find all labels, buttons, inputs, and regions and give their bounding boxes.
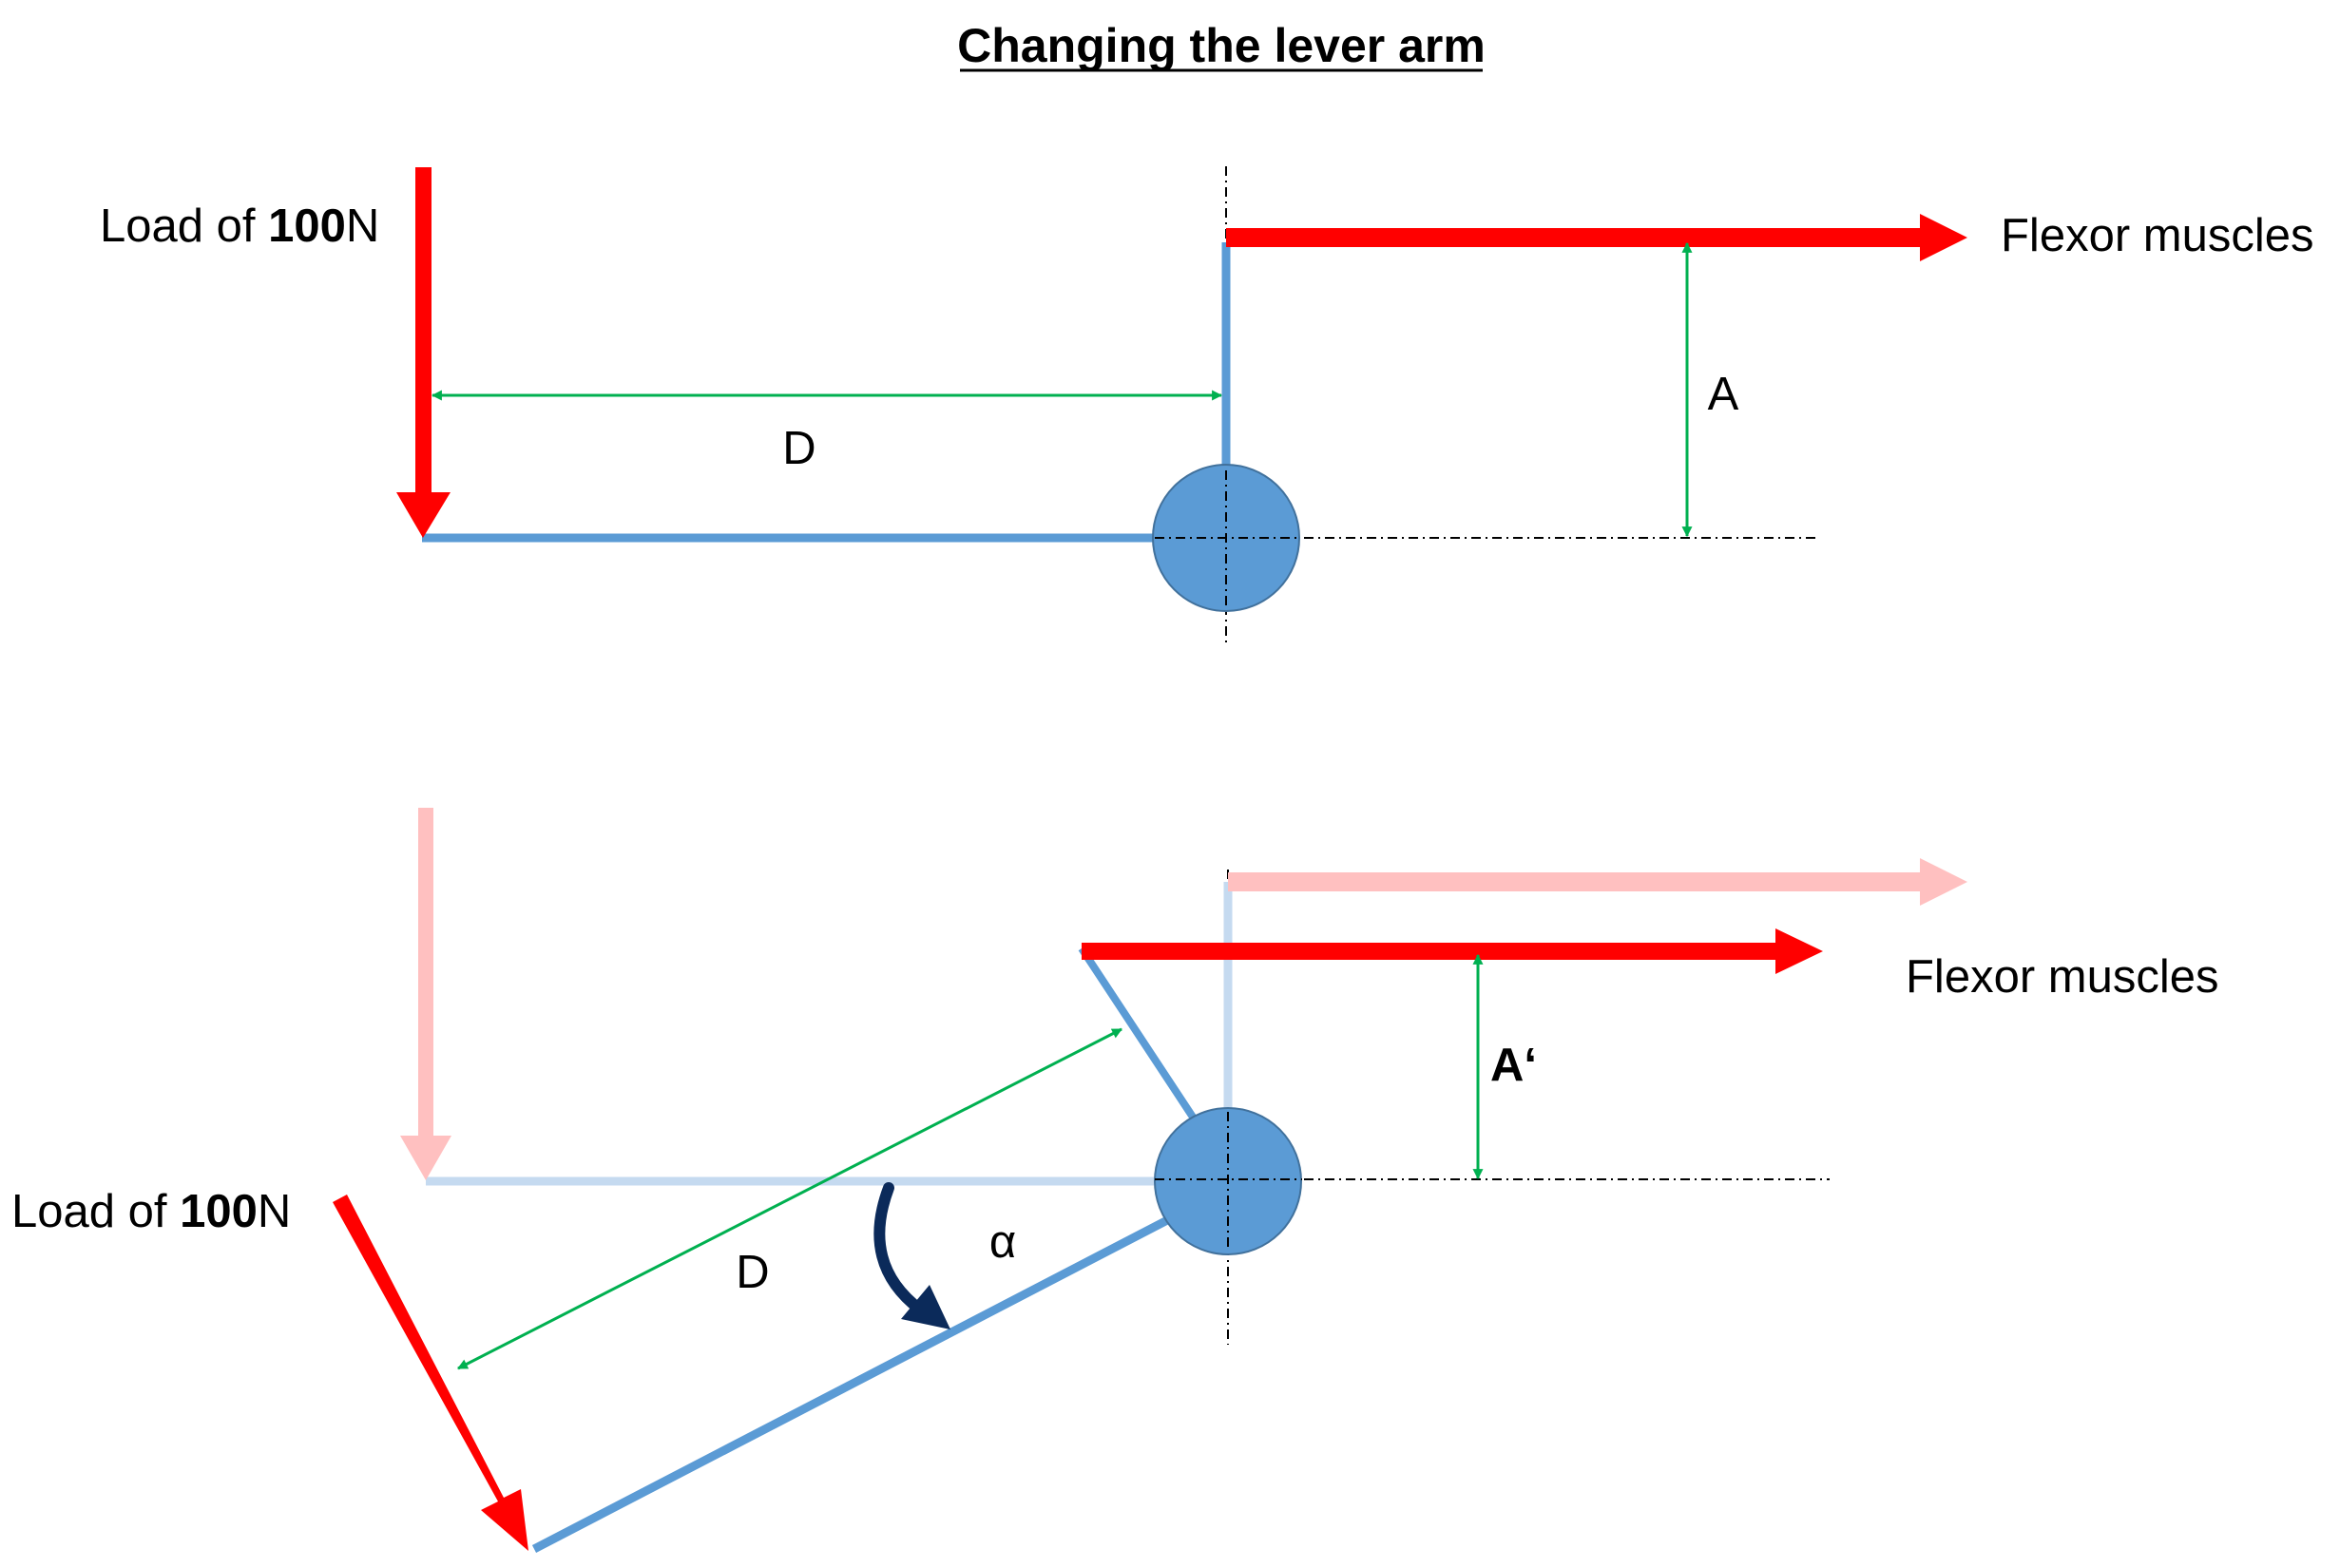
diagram-title: Changing the lever arm [957,19,1486,72]
top-diagram: Load of 100N Flexor muscles D A [100,166,2313,646]
rotation-arrowhead [901,1285,950,1329]
angle-alpha-label: α [989,1216,1016,1268]
top-lever-arm-label: A [1708,369,1739,420]
top-flexor-muscle-arrow [1226,214,1967,261]
top-load-arrow [396,167,451,538]
faded-original-load-arrow [400,808,451,1180]
top-load-label: Load of 100N [100,201,379,252]
top-flexor-muscles-label: Flexor muscles [2001,210,2313,261]
bottom-distance-label: D [736,1247,769,1298]
rotation-arrow [873,1182,926,1315]
bottom-flexor-muscles-label: Flexor muscles [1906,951,2218,1003]
rotated-forearm-bone [531,1214,1174,1553]
bottom-load-label: Load of 100N [11,1186,291,1237]
top-distance-label: D [782,423,815,474]
bottom-load-arrow [333,1195,528,1551]
faded-original-flexor-arrow [1228,858,1967,906]
bottom-distance-dimension [457,1027,1122,1370]
rotated-muscle-attachment-bone [1078,946,1199,1124]
bottom-diagram: Load of 100N Flexor muscles D A‘ α [11,808,2218,1553]
bottom-flexor-muscle-arrow [1082,928,1823,974]
bottom-lever-arm-label: A‘ [1490,1040,1537,1091]
